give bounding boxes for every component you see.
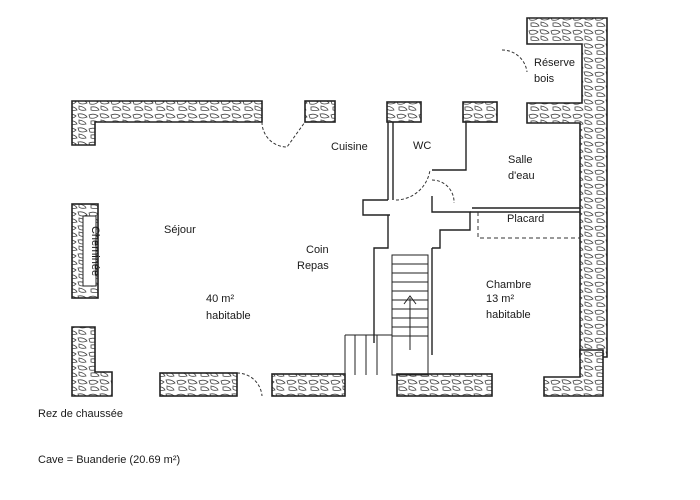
wall-bottom-3 <box>396 373 493 397</box>
staircase <box>344 254 429 376</box>
placard-label: Placard <box>507 213 544 225</box>
cuisine-label: Cuisine <box>331 141 368 153</box>
salle-label-2: d'eau <box>508 170 535 182</box>
wall-bottom-2 <box>271 373 346 397</box>
reserve-label-1: Réserve <box>534 57 575 69</box>
placard-outline <box>477 212 580 239</box>
wall-top-right <box>462 101 498 123</box>
sejour-label: Séjour <box>164 224 196 236</box>
wall-reserve <box>526 17 608 358</box>
wall-bottom-1 <box>159 372 238 397</box>
chimney-label: Cheminée <box>89 226 101 276</box>
stone-walls <box>71 17 608 397</box>
salle-label-1: Salle <box>508 154 532 166</box>
chambre-label-2: 13 m² <box>486 293 514 305</box>
coin-label-1: Coin <box>306 244 329 256</box>
chambre-label-3: habitable <box>486 309 531 321</box>
area-label-1: 40 m² <box>206 293 234 305</box>
level-caption: Rez de chaussée <box>38 408 123 420</box>
wall-top-left <box>71 100 263 146</box>
wall-top-mid <box>304 100 336 123</box>
wc-label: WC <box>413 140 431 152</box>
area-label-2: habitable <box>206 310 251 322</box>
coin-label-2: Repas <box>297 260 329 272</box>
door-swings <box>236 49 528 397</box>
reserve-label-2: bois <box>534 73 555 85</box>
wall-bottom-right <box>543 349 604 397</box>
wall-bottom-left <box>71 326 113 397</box>
partitions <box>362 122 580 355</box>
chimney <box>82 215 97 287</box>
chambre-label-1: Chambre <box>486 279 531 291</box>
cave-caption: Cave = Buanderie (20.69 m²) <box>38 454 181 466</box>
wall-wc-top <box>386 101 422 123</box>
